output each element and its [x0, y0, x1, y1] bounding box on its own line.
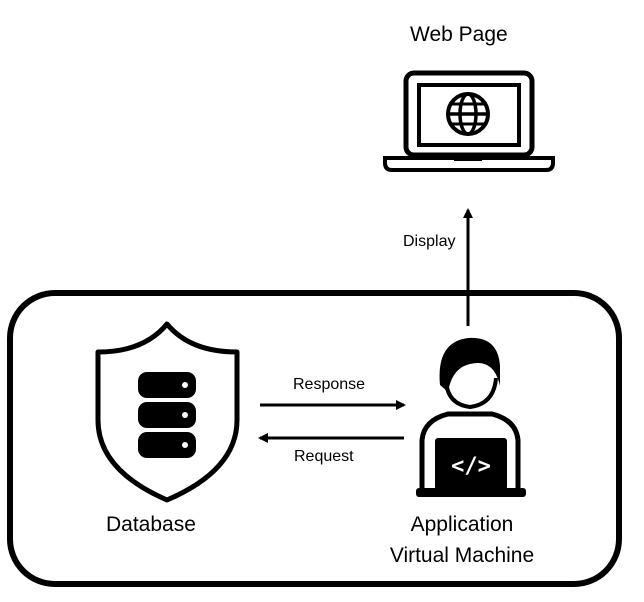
response-label: Response	[293, 376, 366, 393]
developer-laptop-icon: </>	[416, 337, 526, 497]
virtual-machine-label: Virtual Machine	[389, 544, 535, 567]
web-page-label: Web Page	[410, 23, 508, 46]
request-label: Request	[294, 448, 354, 465]
shield-database-icon	[95, 321, 240, 503]
svg-text:</>: </>	[451, 454, 491, 479]
vm-boundary-box	[7, 290, 622, 587]
database-label: Database	[106, 513, 196, 536]
application-label: Application	[410, 513, 514, 536]
display-label: Display	[403, 233, 456, 250]
laptop-globe-icon	[383, 70, 555, 172]
